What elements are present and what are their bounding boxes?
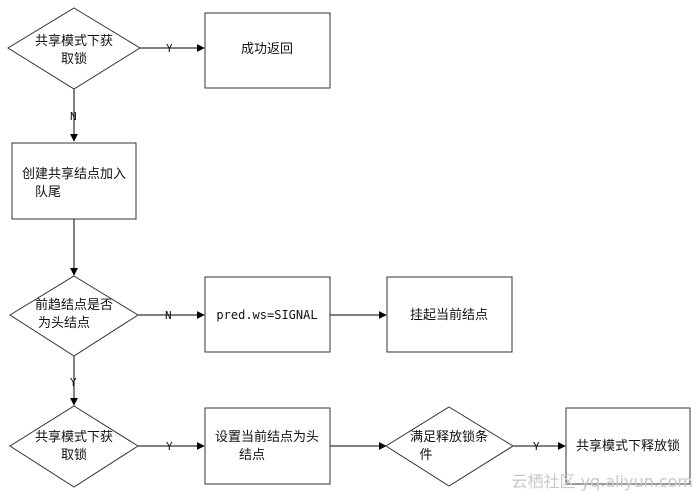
edge-label-d4-yes: Y [533, 440, 540, 453]
edge-label-d3-yes: Y [166, 440, 173, 453]
decision-d4-line2: 件 [419, 448, 432, 463]
decision-d2-line2: 为头结点 [38, 316, 90, 331]
edge-label-d2-no: N [165, 309, 172, 322]
process-release: 共享模式下释放锁 [565, 407, 691, 485]
process-success-text: 成功返回 [241, 42, 293, 57]
process-create-line1: 创建共享结点加入 [22, 166, 126, 182]
decision-d1-line2: 取锁 [61, 51, 87, 67]
watermark: 云栖社区 yq.aliyun.com [511, 472, 693, 491]
decision-d4-line1: 满足释放锁条 [410, 429, 488, 445]
process-release-text: 共享模式下释放锁 [576, 438, 680, 454]
decision-d1: 共享模式下获 取锁 [7, 7, 141, 90]
decision-d4: 满足释放锁条 件 [385, 406, 514, 487]
decision-d3: 共享模式下获 取锁 [9, 405, 139, 488]
process-sethead-line2: 结点 [239, 448, 265, 463]
decision-d3-line1: 共享模式下获 [35, 429, 113, 445]
process-signal-text: pred.ws=SIGNAL [216, 308, 317, 322]
process-create: 创建共享结点加入 队尾 [11, 142, 137, 220]
process-sethead: 设置当前结点为头 结点 [204, 407, 331, 485]
process-park: 挂起当前结点 [386, 276, 513, 353]
decision-d2-line1: 前趋结点是否 [35, 297, 113, 313]
decision-d2: 前趋结点是否 为头结点 [9, 275, 139, 357]
edge-label-d2-yes: Y [70, 376, 77, 389]
process-create-line2: 队尾 [35, 185, 61, 200]
edge-label-d1-no: N [70, 110, 77, 123]
decision-d1-line1: 共享模式下获 [35, 33, 113, 49]
process-sethead-line1: 设置当前结点为头 [215, 429, 319, 445]
process-park-text: 挂起当前结点 [410, 307, 488, 323]
edge-label-d1-yes: Y [166, 42, 173, 55]
process-success: 成功返回 [204, 12, 331, 89]
decision-d3-line2: 取锁 [61, 447, 87, 463]
process-signal: pred.ws=SIGNAL [204, 276, 331, 353]
